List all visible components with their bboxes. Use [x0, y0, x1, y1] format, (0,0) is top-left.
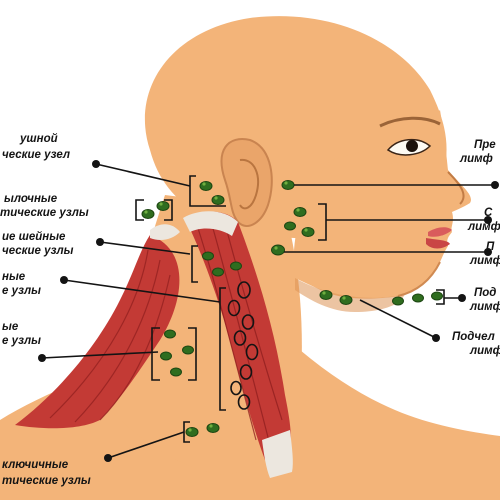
deep-node	[233, 330, 247, 346]
lymph-node	[170, 367, 182, 377]
bracket-occipital	[189, 175, 226, 207]
bracket-supraclavicular	[183, 421, 190, 443]
label-preauricular: Пре лимф	[459, 139, 499, 165]
leader-dot	[96, 238, 104, 246]
lymph-node	[431, 291, 443, 301]
leader-posterior-cervical	[99, 241, 191, 255]
lymph-node-highlights	[144, 181, 346, 432]
scalene-tendon	[150, 224, 180, 240]
bracket-supraclavicular-upper-right	[164, 199, 173, 221]
deep-node	[241, 314, 255, 330]
chin-contour	[397, 261, 441, 297]
leader-dot	[458, 294, 466, 302]
label-occipital: ушной ческие узел	[2, 133, 70, 161]
lymph-node	[284, 221, 296, 231]
leader-lateral-cervical	[41, 351, 159, 359]
leader-dot	[491, 181, 499, 189]
label-parotid: С лимф	[467, 207, 500, 233]
leader-dot	[104, 454, 112, 462]
leader-dots	[38, 160, 499, 462]
lymph-nodes	[141, 180, 443, 437]
lymph-node	[281, 180, 295, 190]
lymph-node	[293, 207, 307, 217]
upper-lip	[428, 227, 452, 237]
leader-supraclavicular	[107, 431, 185, 459]
label-posterior-cervical: ие шейные ческие узлы	[2, 231, 74, 257]
lymph-node	[230, 261, 242, 271]
lymph-node	[185, 427, 199, 437]
bracket-submental	[436, 289, 445, 305]
label-deep-cervical: ные е узлы	[2, 271, 41, 297]
deep-node	[237, 394, 251, 410]
deep-node	[237, 281, 251, 299]
bracket-supraclavicular-upper	[135, 199, 144, 221]
lymph-node	[182, 345, 194, 355]
leader-deep-cervical	[63, 279, 221, 303]
deep-node	[230, 380, 242, 396]
trapezius-muscle	[15, 235, 180, 429]
lymph-node	[211, 195, 225, 205]
pupil	[406, 140, 418, 152]
label-lateral-cervical: ые е узлы	[2, 321, 41, 347]
lymph-node	[319, 290, 333, 300]
deep-node	[239, 364, 253, 380]
leader-dot	[484, 248, 492, 256]
lymph-node	[164, 329, 176, 339]
lymph-node	[199, 181, 213, 191]
leader-dot	[92, 160, 100, 168]
tendon-lower	[262, 430, 293, 478]
label-supraclavicular: ключичные тические узлы	[2, 459, 91, 487]
leader-submandibular-lower	[359, 299, 437, 339]
bracket-lateral-cervical-right	[188, 327, 197, 381]
label-submental: Под лимф	[469, 287, 500, 313]
nose	[447, 171, 465, 205]
deep-cervical-nodes	[227, 281, 259, 410]
label-supraclavicular-upper: ылочные тические узлы	[0, 193, 89, 219]
bracket-parotid	[318, 203, 327, 241]
eyebrow	[379, 116, 441, 128]
leader-dot	[38, 354, 46, 362]
lymph-node	[271, 244, 285, 256]
bracket-lateral-cervical	[151, 327, 160, 381]
ear	[220, 138, 273, 227]
lymph-node	[156, 201, 170, 211]
bracket-deep-cervical	[219, 287, 226, 411]
lymph-node	[160, 351, 172, 361]
deep-node	[227, 299, 241, 317]
leader-occipital	[95, 163, 191, 187]
lymph-node	[206, 423, 220, 433]
deep-node	[245, 343, 259, 361]
lymph-node	[212, 267, 224, 277]
lymph-node	[339, 295, 353, 305]
lymph-node	[412, 293, 424, 303]
lymph-node	[392, 296, 404, 306]
leader-dot	[484, 216, 492, 224]
bracket-posterior-cervical	[191, 245, 198, 283]
leader-lines	[41, 163, 495, 459]
lymph-node	[202, 251, 214, 261]
leader-dot	[60, 276, 68, 284]
ear-inner	[239, 158, 259, 210]
tendon-upper	[183, 211, 238, 236]
leader-dot	[432, 334, 440, 342]
jaw-shadow	[295, 278, 405, 312]
lymph-node	[301, 227, 315, 237]
trapezius-fibers	[49, 249, 171, 423]
lower-lip	[426, 238, 450, 249]
label-submandibular: П лимф	[469, 241, 500, 267]
lymph-node	[141, 209, 155, 219]
label-submandibular-lower: Подчел лимф	[452, 331, 500, 357]
